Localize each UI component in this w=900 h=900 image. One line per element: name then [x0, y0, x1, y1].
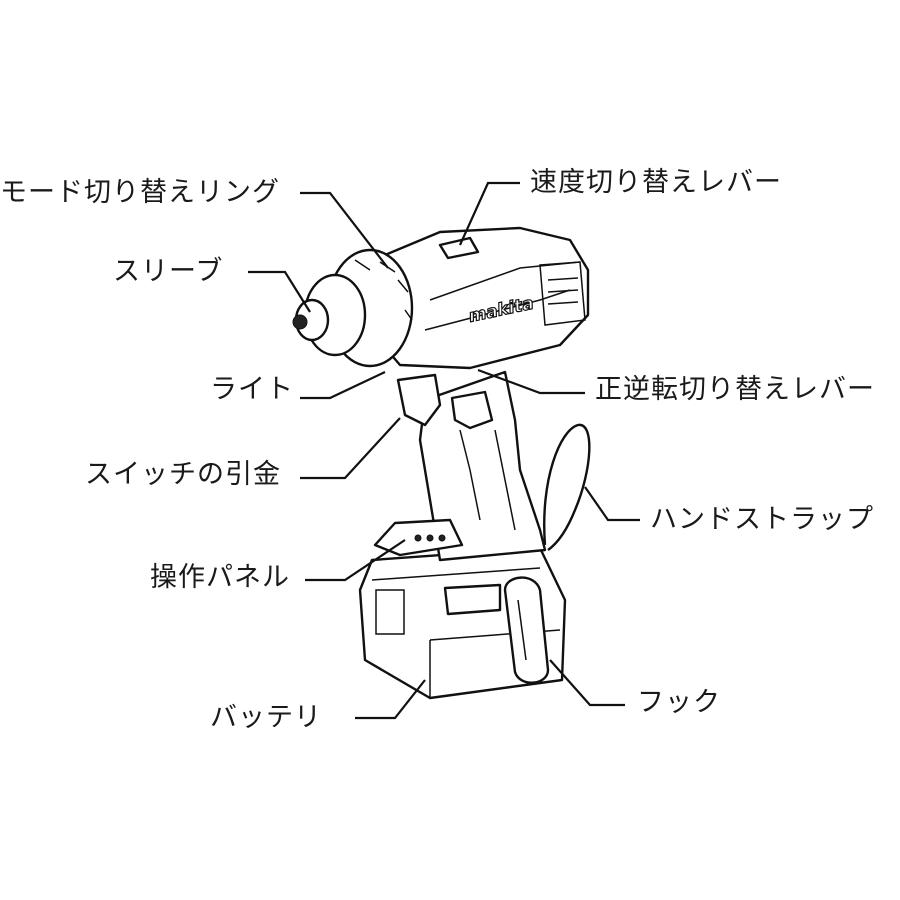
- label-hook: フック: [637, 687, 721, 718]
- hand-strap: [543, 423, 591, 551]
- label-sleeve: スリーブ: [113, 256, 224, 287]
- label-trigger: スイッチの引金: [85, 459, 281, 490]
- trigger: [396, 373, 442, 427]
- body: makita: [368, 226, 590, 370]
- hook: [503, 576, 550, 684]
- label-panel: 操作パネル: [150, 562, 290, 593]
- label-reverse-lever: 正逆転切り替えレバー: [595, 374, 875, 405]
- label-battery: バッテリ: [210, 702, 322, 733]
- label-speed-lever: 速度切り替えレバー: [530, 167, 782, 198]
- label-hand-strap: ハンドストラップ: [650, 504, 874, 535]
- leader-lines: [248, 181, 640, 720]
- sleeve: [292, 273, 367, 357]
- handle: [418, 370, 547, 562]
- label-light: ライト: [210, 374, 294, 405]
- label-mode-ring: モード切り替えリング: [0, 177, 280, 208]
